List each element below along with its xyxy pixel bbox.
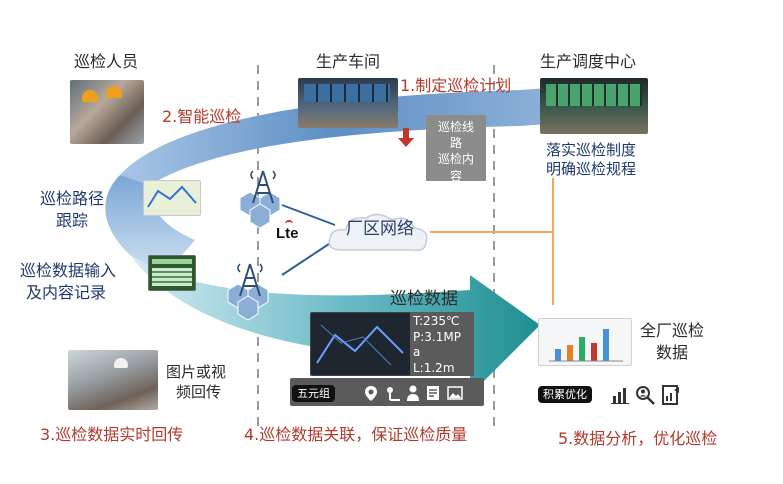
step-5-label: 5.数据分析，优化巡检: [558, 429, 718, 448]
input-line1: 巡检数据输入: [20, 261, 117, 280]
down-arrow-red: [398, 128, 414, 147]
photo-line1: 图片或视: [166, 363, 227, 381]
inspector-photo: [70, 80, 144, 144]
field-worker-photo: [68, 350, 158, 410]
left-arc-band: [105, 175, 195, 275]
pin-route-icon: [387, 387, 400, 401]
tablet-map-screenshot: [310, 312, 412, 376]
network-label: 厂区网络: [346, 219, 414, 239]
route-map-thumbnail: [143, 180, 201, 216]
search-people-icon: [636, 386, 655, 405]
inspection-data-label: 巡检数据: [390, 289, 458, 309]
tower-icon: [250, 170, 276, 204]
sensor-pressure-unit: a: [413, 345, 421, 360]
link-tower1-cloud: [281, 204, 336, 226]
hex-tiles-bottom: [227, 283, 269, 321]
upper-arc-band: [120, 88, 548, 185]
dispatch-line1: 落实巡检制度: [546, 141, 637, 159]
track-line1: 巡检路径: [40, 189, 105, 208]
sensor-temperature: T:235℃: [413, 314, 460, 328]
step-2-label: 2.智能巡检: [162, 107, 242, 126]
location-icon: [365, 386, 377, 401]
route-box-line4: 容: [449, 168, 462, 183]
data-entry-thumbnail: [148, 255, 196, 291]
plant-data-line1: 全厂巡检: [640, 321, 705, 340]
tower-icon: [237, 263, 263, 297]
dispatch-line2: 明确巡检规程: [546, 160, 637, 178]
lte-signal-icon: [285, 220, 293, 228]
route-box-line1: 巡检线: [437, 120, 474, 134]
track-line2: 跟踪: [56, 211, 89, 230]
workshop-title: 生产车间: [316, 52, 381, 71]
photo-line2: 频回传: [176, 383, 222, 401]
step-1-label: 1.制定巡检计划: [400, 76, 512, 95]
report-icon: [662, 385, 679, 405]
plant-data-line2: 数据: [656, 343, 689, 362]
input-line2: 及内容记录: [26, 283, 107, 302]
bar-chart-thumbnail: [538, 318, 632, 366]
user-icon: [407, 385, 419, 401]
bar-chart-icon: [611, 388, 629, 404]
dispatch-title: 生产调度中心: [540, 52, 637, 71]
step-4-label: 4.巡检数据关联，保证巡检质量: [244, 425, 468, 444]
note-icon: [427, 386, 439, 400]
sensor-level: L:1.2m: [413, 360, 455, 375]
lte-logo: Lte: [276, 225, 299, 242]
orange-line-network-dispatch: [430, 178, 554, 233]
route-box-line2: 路: [449, 136, 462, 151]
step-3-label: 3.巡检数据实时回传: [40, 425, 184, 444]
route-content-box: 巡检线 路 巡检内 容: [426, 115, 486, 183]
sensor-pressure: P:3.1MP: [413, 329, 461, 344]
accumulate-tag: 积累优化: [538, 386, 592, 404]
five-element-tag: 五元组: [292, 385, 335, 403]
link-tower2-cloud: [281, 239, 336, 276]
route-box-line3: 巡检内: [437, 152, 474, 167]
image-icon: [447, 386, 463, 400]
cloud-icon: [328, 213, 428, 252]
sensor-readout-box: T:235℃ P:3.1MP a L:1.2m: [410, 312, 474, 376]
workshop-photo: [298, 78, 398, 128]
dispatch-center-photo: [540, 78, 648, 134]
inspector-title: 巡检人员: [74, 52, 139, 71]
